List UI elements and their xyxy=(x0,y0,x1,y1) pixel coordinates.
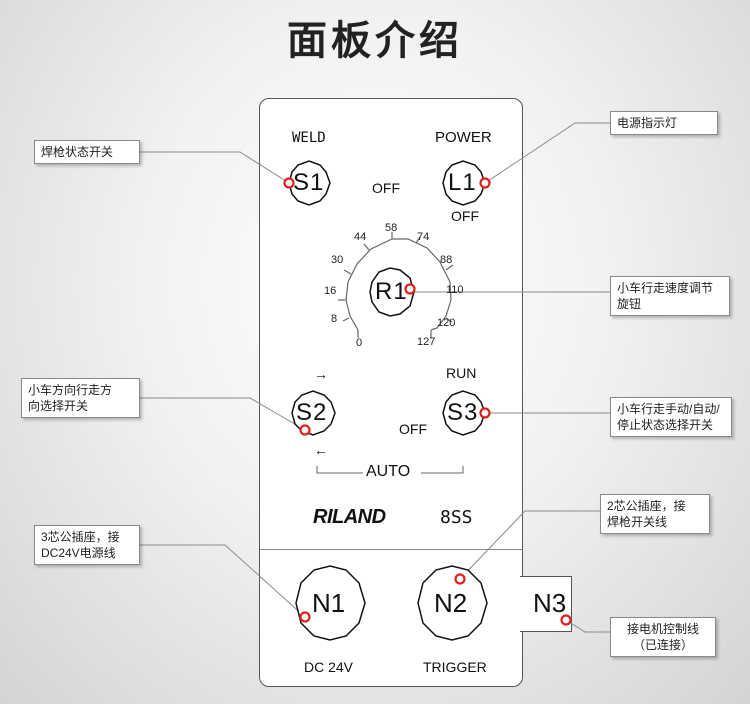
leader-lines xyxy=(140,122,610,633)
callout-text-line2: 向选择开关 xyxy=(28,399,89,413)
callout-text-line2: 旋钮 xyxy=(617,297,642,311)
s1-label: S1 xyxy=(293,169,325,196)
callout-power-light: 电源指示灯 xyxy=(610,111,718,135)
callout-speed-knob: 小车行走速度调节 旋钮 xyxy=(610,276,730,316)
off-label-top: OFF xyxy=(372,180,400,196)
callout-text-line1: 小车行走手动/自动/ xyxy=(617,402,720,416)
dial-label-120: 120 xyxy=(437,317,456,329)
page-title: 面板介绍 xyxy=(287,18,463,64)
callout-text-line2: DC24V电源线 xyxy=(41,546,116,560)
leader-weld-switch xyxy=(140,151,290,184)
n3-label: N3 xyxy=(533,588,567,618)
callout-text: 电源指示灯 xyxy=(617,116,678,130)
s2-label: S2 xyxy=(296,399,328,426)
n2-connector-body[interactable] xyxy=(417,565,488,641)
dial-ticks xyxy=(338,232,458,338)
n2-label: N2 xyxy=(434,588,468,618)
marker-s3 xyxy=(479,407,491,419)
dial-label-30: 30 xyxy=(331,254,344,266)
dial-label-0: 0 xyxy=(356,337,363,349)
leader-direction xyxy=(140,397,306,431)
marker-r1 xyxy=(404,283,416,295)
dial-label-74: 74 xyxy=(417,231,430,243)
dc-24v-label: DC 24V xyxy=(304,659,354,675)
arrow-left-icon: ← xyxy=(314,442,328,458)
off-label-s3: OFF xyxy=(399,421,427,437)
brand-logo: RILAND xyxy=(313,506,386,528)
marker-n2 xyxy=(454,573,466,585)
s3-label: S3 xyxy=(447,399,479,426)
dial-label-16: 16 xyxy=(324,285,337,297)
model-label: 8SS xyxy=(440,507,473,528)
s3-switch-body[interactable] xyxy=(442,390,486,436)
r1-label: R1 xyxy=(375,278,408,305)
marker-l1 xyxy=(479,177,491,189)
marker-n3 xyxy=(560,614,572,626)
l1-label: L1 xyxy=(448,169,477,196)
dial-label-8: 8 xyxy=(331,313,338,325)
marker-n1 xyxy=(299,611,311,623)
n1-label: N1 xyxy=(312,588,346,618)
dial-label-58: 58 xyxy=(385,222,398,234)
trigger-label: TRIGGER xyxy=(423,659,487,675)
callout-weld-switch: 焊枪状态开关 xyxy=(34,140,140,164)
auto-bracket-right xyxy=(421,466,464,474)
callout-n3: 接电机控制线 （已连接） xyxy=(610,617,716,657)
callout-text-line1: 2芯公插座，接 xyxy=(607,499,686,513)
l1-light-body[interactable] xyxy=(442,160,486,206)
callout-text-line1: 接电机控制线 xyxy=(626,622,699,636)
callout-text: 焊枪状态开关 xyxy=(41,145,114,159)
auto-bracket xyxy=(316,466,363,474)
callout-text-line1: 小车方向行走方 xyxy=(28,383,113,397)
callout-mode: 小车行走手动/自动/ 停止状态选择开关 xyxy=(610,397,732,437)
leader-power-light xyxy=(484,122,610,184)
callout-text-line1: 3芯公插座，接 xyxy=(41,530,120,544)
leader-n1 xyxy=(140,544,306,618)
callout-text-line1: 小车行走速度调节 xyxy=(617,281,714,295)
power-label: POWER xyxy=(435,129,492,146)
weld-label: WELD xyxy=(292,130,326,146)
marker-s2 xyxy=(299,424,311,436)
dial-label-110: 110 xyxy=(446,284,464,296)
callout-direction: 小车方向行走方 向选择开关 xyxy=(21,378,140,418)
auto-label: AUTO xyxy=(366,463,411,480)
callout-n1: 3芯公插座，接 DC24V电源线 xyxy=(34,525,140,565)
r1-knob-body[interactable] xyxy=(369,267,415,317)
panel-divider xyxy=(260,549,522,550)
callout-text-line2: （已连接） xyxy=(632,638,693,652)
run-label: RUN xyxy=(446,365,477,381)
leader-n3 xyxy=(565,619,610,633)
off-label-power: OFF xyxy=(451,208,479,224)
marker-s1 xyxy=(283,177,295,189)
callout-text-line2: 停止状态选择开关 xyxy=(617,418,714,432)
leader-n2 xyxy=(459,510,600,580)
markers xyxy=(283,177,572,626)
callout-n2: 2芯公插座，接 焊枪开关线 xyxy=(600,494,710,534)
n1-connector-body[interactable] xyxy=(295,565,366,641)
s2-switch-body[interactable] xyxy=(291,390,336,436)
arrow-right-icon: → xyxy=(314,366,328,382)
callout-text-line2: 焊枪开关线 xyxy=(607,515,668,529)
dial-label-127: 127 xyxy=(417,336,436,348)
dial-label-44: 44 xyxy=(354,231,367,243)
dial-label-88: 88 xyxy=(440,254,453,266)
dial-scale xyxy=(345,238,452,331)
